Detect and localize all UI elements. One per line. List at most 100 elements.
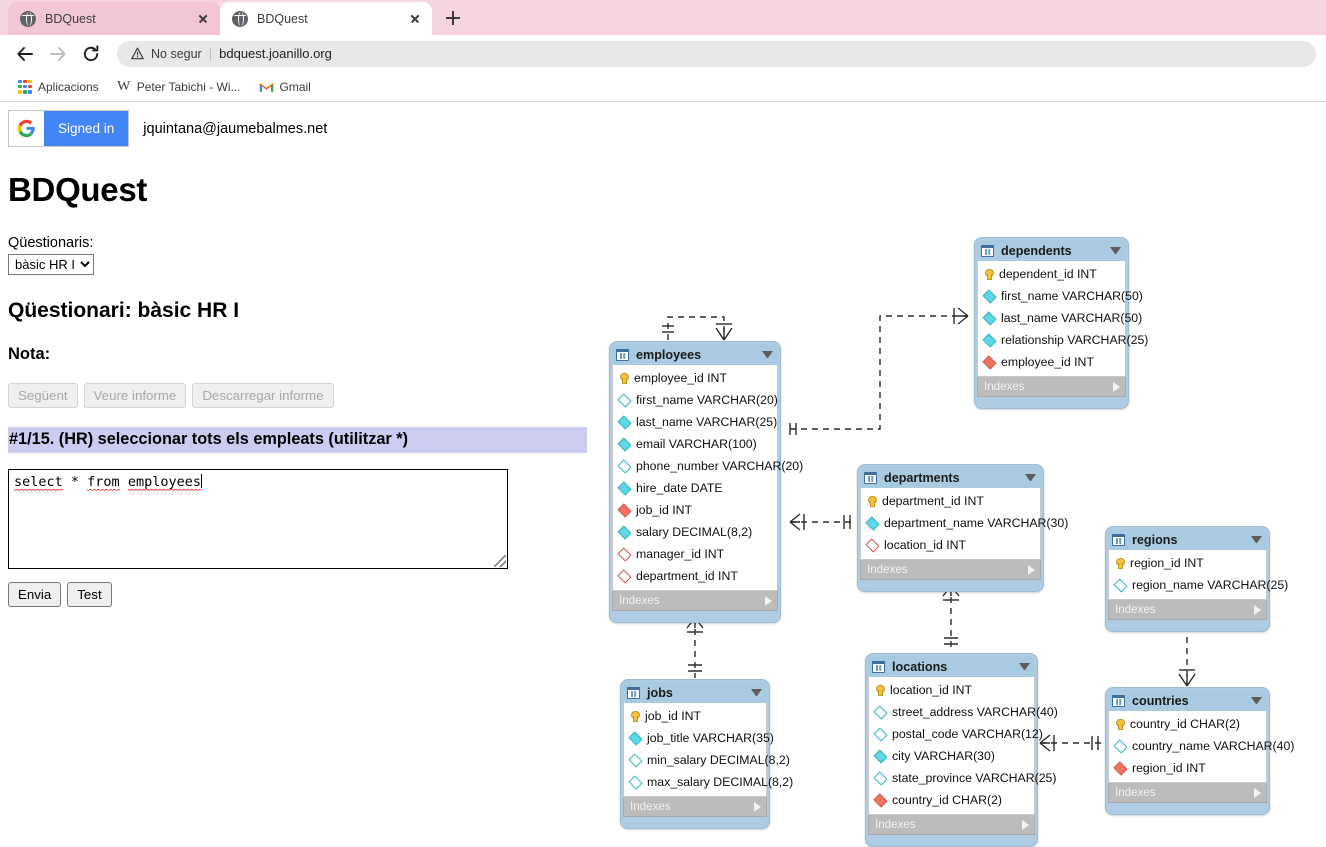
er-table-departments[interactable]: departments department_id INT department…: [857, 464, 1068, 592]
er-table-indexes[interactable]: Indexes: [612, 591, 778, 611]
address-bar[interactable]: No segur | bdquest.joanillo.org: [117, 40, 1316, 67]
close-icon[interactable]: [194, 10, 212, 28]
diamond-hollow-icon: [873, 770, 888, 786]
forward-arrow-icon[interactable]: [43, 39, 73, 69]
diamond-hollow-icon: [873, 726, 888, 742]
er-table-header[interactable]: locations: [868, 656, 1035, 677]
google-signin-button[interactable]: Signed in: [8, 110, 130, 147]
diamond-hollow-icon: [873, 704, 888, 720]
er-table-indexes[interactable]: Indexes: [860, 560, 1041, 580]
diamond-fk-filled-icon: [873, 792, 888, 808]
bookmark-peter-tabichi[interactable]: W Peter Tabichi - Wi...: [110, 76, 248, 98]
chevron-down-icon[interactable]: [1110, 247, 1121, 254]
er-table-name: employees: [636, 347, 702, 362]
new-tab-button[interactable]: [439, 4, 467, 32]
chevron-down-icon[interactable]: [762, 351, 773, 358]
view-report-button[interactable]: Veure informe: [83, 383, 187, 408]
diamond-hollow-icon: [628, 774, 643, 790]
er-table-header[interactable]: jobs: [623, 682, 767, 703]
er-table-name: dependents: [1001, 243, 1072, 258]
er-column: salary DECIMAL(8,2): [613, 521, 777, 543]
table-icon: [616, 348, 629, 361]
chevron-right-icon[interactable]: [1113, 381, 1120, 392]
close-icon[interactable]: [406, 10, 424, 28]
er-table-indexes[interactable]: Indexes: [1108, 600, 1267, 620]
security-status-label: No segur: [151, 46, 202, 61]
chevron-down-icon[interactable]: [1019, 663, 1030, 670]
er-column-label: department_id INT: [636, 569, 738, 583]
er-column-label: first_name VARCHAR(50): [1001, 289, 1143, 303]
er-column: department_id INT: [613, 565, 777, 587]
textarea-resize-handle[interactable]: [494, 555, 506, 568]
er-column: state_province VARCHAR(25): [869, 767, 1056, 789]
er-table-locations[interactable]: locations location_id INT street_address…: [865, 653, 1058, 847]
er-column-label: max_salary DECIMAL(8,2): [647, 775, 794, 789]
er-column: job_title VARCHAR(35): [624, 727, 774, 749]
browser-tab-2[interactable]: BDQuest: [220, 2, 432, 35]
er-table-columns: job_id INT job_title VARCHAR(35) min_sal…: [623, 703, 793, 797]
bookmark-aplicacions[interactable]: Aplicacions: [11, 77, 106, 97]
google-g-icon: [9, 111, 44, 146]
indexes-label: Indexes: [630, 800, 671, 813]
er-table-name: jobs: [647, 685, 673, 700]
er-table-header[interactable]: dependents: [977, 240, 1126, 261]
er-table-name: regions: [1132, 532, 1178, 547]
warning-triangle-icon: [131, 47, 144, 60]
globe-icon: [20, 10, 36, 27]
back-arrow-icon[interactable]: [10, 39, 40, 69]
er-table-indexes[interactable]: Indexes: [868, 815, 1035, 835]
er-table-regions[interactable]: regions region_id INT region_name VARCHA…: [1105, 526, 1288, 632]
er-column: first_name VARCHAR(20): [613, 389, 778, 411]
sql-answer-input[interactable]: select * from employees: [8, 469, 508, 570]
chevron-right-icon[interactable]: [1028, 564, 1035, 575]
er-column: hire_date DATE: [613, 477, 777, 499]
table-icon: [1112, 533, 1125, 546]
er-table-header[interactable]: regions: [1108, 529, 1267, 550]
chevron-down-icon[interactable]: [1251, 536, 1262, 543]
er-table-employees[interactable]: employees employee_id INT first_name VAR…: [609, 341, 803, 623]
download-report-button[interactable]: Descarregar informe: [192, 383, 334, 408]
chevron-down-icon[interactable]: [751, 689, 762, 696]
bookmark-gmail[interactable]: Gmail: [252, 77, 318, 97]
er-column-label: last_name VARCHAR(25): [636, 415, 778, 429]
diamond-filled-icon: [617, 436, 632, 452]
er-table-jobs[interactable]: jobs job_id INT job_title VARCHAR(35) mi…: [620, 679, 793, 829]
reload-icon[interactable]: [76, 39, 106, 69]
er-table-columns: country_id CHAR(2) country_name VARCHAR(…: [1108, 711, 1294, 783]
chevron-down-icon[interactable]: [1025, 474, 1036, 481]
er-table-header[interactable]: countries: [1108, 690, 1267, 711]
er-table-dependents[interactable]: dependents dependent_id INT first_name V…: [974, 237, 1148, 409]
er-table-indexes[interactable]: Indexes: [623, 797, 767, 817]
diamond-fk-filled-icon: [1113, 760, 1128, 776]
browser-tab-1[interactable]: BDQuest: [8, 2, 220, 35]
er-table-indexes[interactable]: Indexes: [977, 377, 1126, 397]
er-column-label: email VARCHAR(100): [636, 437, 757, 451]
chevron-down-icon[interactable]: [1251, 697, 1262, 704]
er-table-footer-strip: [860, 580, 1041, 589]
er-table-header[interactable]: departments: [860, 467, 1041, 488]
chevron-right-icon[interactable]: [1022, 819, 1029, 830]
diamond-fk-filled-icon: [982, 354, 997, 370]
chevron-right-icon[interactable]: [754, 801, 761, 812]
key-icon: [866, 495, 877, 508]
key-icon: [1114, 718, 1125, 731]
chevron-right-icon[interactable]: [1254, 787, 1261, 798]
chevron-right-icon[interactable]: [765, 595, 772, 606]
diamond-filled-icon: [617, 480, 632, 496]
er-column: first_name VARCHAR(50): [978, 285, 1143, 307]
diamond-filled-icon: [865, 515, 880, 531]
sql-answer-text: select * from employees: [14, 474, 201, 492]
questionnaire-select[interactable]: bàsic HR I: [8, 254, 94, 275]
er-table-indexes[interactable]: Indexes: [1108, 783, 1267, 803]
app-panel: Signed in jquintana@jaumebalmes.net BDQu…: [8, 110, 598, 608]
er-table-countries[interactable]: countries country_id CHAR(2) country_nam…: [1105, 687, 1294, 815]
test-button[interactable]: Test: [67, 582, 112, 608]
er-table-footer-strip: [612, 611, 778, 620]
er-column-label: department_id INT: [882, 494, 984, 508]
next-button[interactable]: Següent: [8, 383, 78, 408]
signed-in-label: Signed in: [44, 111, 129, 146]
er-column: department_id INT: [861, 490, 1040, 512]
er-table-header[interactable]: employees: [612, 344, 778, 365]
submit-button[interactable]: Envia: [8, 582, 62, 608]
chevron-right-icon[interactable]: [1254, 604, 1261, 615]
